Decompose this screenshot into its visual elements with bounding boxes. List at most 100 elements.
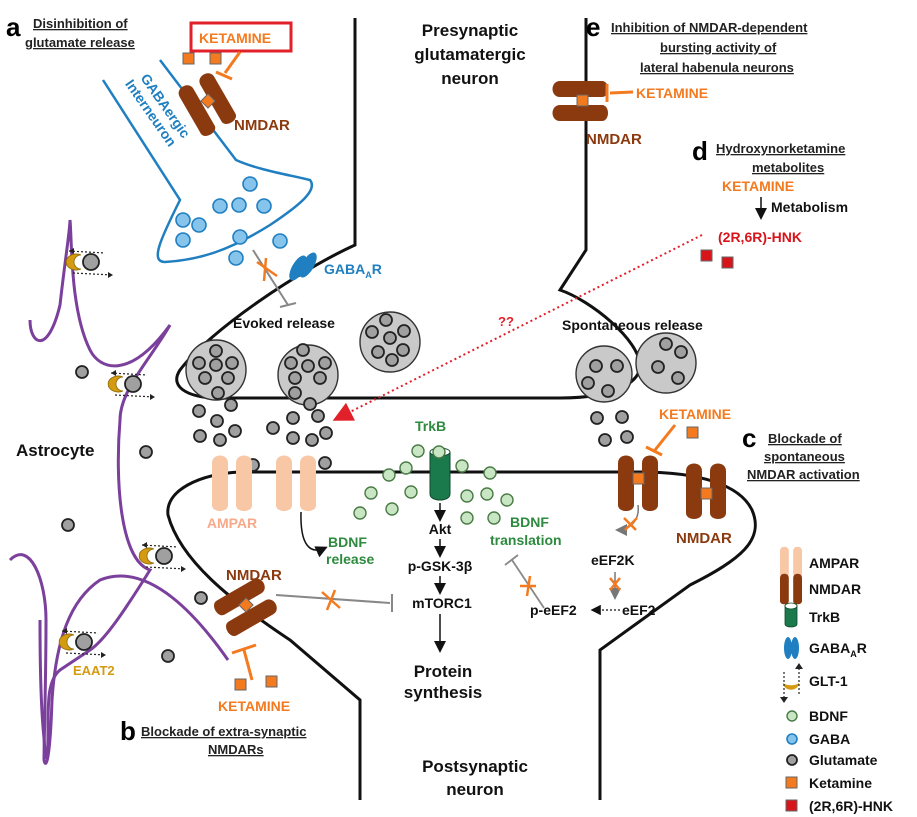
panel-c-heading-line3: NMDAR activation [747,467,860,482]
astrocyte-label: Astrocyte [16,441,94,460]
presynaptic-label-line3: neuron [441,69,499,88]
gaba-inhibition-line [252,249,289,306]
synaptic-vesicle [185,339,247,401]
synaptic-vesicle [575,345,633,403]
legend-item-hnk: (2R,6R)-HNK [785,798,893,814]
released-glutamate [61,365,333,663]
gabaar-icon [784,637,799,659]
panel-b-letter: b [120,716,136,746]
hnk-molecule [721,256,734,269]
panel-e-heading-line2: bursting activity of [660,40,777,55]
ampar-receptor [276,455,316,511]
peef2-label: p-eEF2 [530,602,577,618]
legend-item-gaba: GABA [786,731,850,747]
ketamine-molecule [238,597,254,613]
panel-a-heading-line1: Disinhibition of [33,16,128,31]
ketamine-label-d: KETAMINE [722,178,794,194]
ampar-receptor [212,455,252,511]
gaba-icon [786,733,798,745]
panel-a-heading-line2: glutamate release [25,35,135,50]
panel-b-heading-line1: Blockade of extra-synaptic [141,724,306,739]
released-glutamate [590,410,634,447]
ketamine-molecule [576,94,589,107]
panel-c-heading-line2: spontaneous [764,449,845,464]
astrocyte-lower-process [8,553,230,765]
panel-a-letter: a [6,12,21,42]
gsk-label: p-GSK-3β [408,558,473,574]
presynaptic-label-line2: glutamatergic [414,45,525,64]
bdnf-molecules [353,444,514,525]
ketamine-molecule [265,675,278,688]
inhibition-line [609,90,634,95]
ketamine-molecule [209,52,222,65]
panel-e-heading-line3: lateral habenula neurons [640,60,794,75]
spontaneous-release-label: Spontaneous release [562,317,703,333]
panel-d-heading-line2: metabolites [752,160,824,175]
legend-item-bdnf: BDNF [786,708,848,724]
legend-item-gabaar: GABAAR [784,637,867,659]
hnk-label: (2R,6R)-HNK [718,229,802,245]
svg-text:(2R,6R)-HNK: (2R,6R)-HNK [809,798,893,814]
protein-synthesis-line1: Protein [414,662,473,681]
blocked-x-icon [623,517,638,531]
inhibition-bar [645,445,663,457]
nmdar-label-e: NMDAR [586,131,642,148]
glt1-transporter [65,247,114,279]
svg-text:GLT-1: GLT-1 [809,673,848,689]
gabaa-receptor [289,252,317,281]
legend-item-nmdar: NMDAR [780,573,861,605]
astrocyte-outline [28,219,172,760]
panel-c-heading-line1: Blockade of [768,431,842,446]
ampar-label: AMPAR [207,515,257,531]
glt1-transporter [138,541,187,573]
translation-inhibition-bar [504,554,519,566]
panel-b-heading-line2: NMDARs [208,742,264,757]
inhibition-bar [231,643,257,655]
bdnf-translation-line1: BDNF [510,514,549,530]
ketamine-molecule [182,52,195,65]
presynaptic-label-line1: Presynaptic [422,21,518,40]
synaptic-vesicle [277,343,339,406]
nmdar-label-c: NMDAR [676,530,732,547]
svg-text:NMDAR: NMDAR [809,581,861,597]
presynaptic-neuron-outline [175,18,642,400]
bdnf-release-label-line2: release [326,551,374,567]
unknown-link-label: ?? [498,314,514,329]
legend-item-ampar: AMPAR [780,546,859,578]
glt1-transporter [107,369,156,401]
ketamine-molecule [700,487,713,500]
ketamine-label-b: KETAMINE [218,698,290,714]
postsynaptic-label-line1: Postsynaptic [422,757,528,776]
hnk-icon [785,799,798,812]
legend: AMPAR NMDAR TrkB GABAAR [780,546,893,814]
glt1-icon [780,663,803,703]
blocked-x-icon [321,589,341,611]
blocked-x-icon [520,575,536,597]
eef2-label: eEF2 [622,602,656,618]
ketamine-molecule [200,93,216,109]
svg-text:BDNF: BDNF [809,708,848,724]
gaba-vesicles [175,176,288,266]
gabaar-label: GABAAR [324,261,382,280]
ketamine-label-c: KETAMINE [659,406,731,422]
nmdar-icon [780,573,802,605]
ampar-icon [780,546,802,578]
blocked-x-icon [256,257,278,282]
panel-d-letter: d [692,136,708,166]
svg-text:TrkB: TrkB [809,609,840,625]
inhibition-line [653,424,677,451]
svg-text:GABA: GABA [809,731,850,747]
eef2k-label: eEF2K [591,552,635,568]
svg-text:GABAAR: GABAAR [809,640,867,659]
ketamine-molecule [686,426,699,439]
synaptic-vesicle [635,332,697,394]
akt-label: Akt [429,521,452,537]
mtorc1-label: mTORC1 [412,595,472,611]
trkb-label: TrkB [415,418,446,434]
ketamine-molecule [234,678,247,691]
ketamine-molecule [632,472,645,485]
inhibition-line [223,51,242,74]
legend-item-trkb: TrkB [784,602,840,628]
bdnf-translation-line2: translation [490,532,562,548]
